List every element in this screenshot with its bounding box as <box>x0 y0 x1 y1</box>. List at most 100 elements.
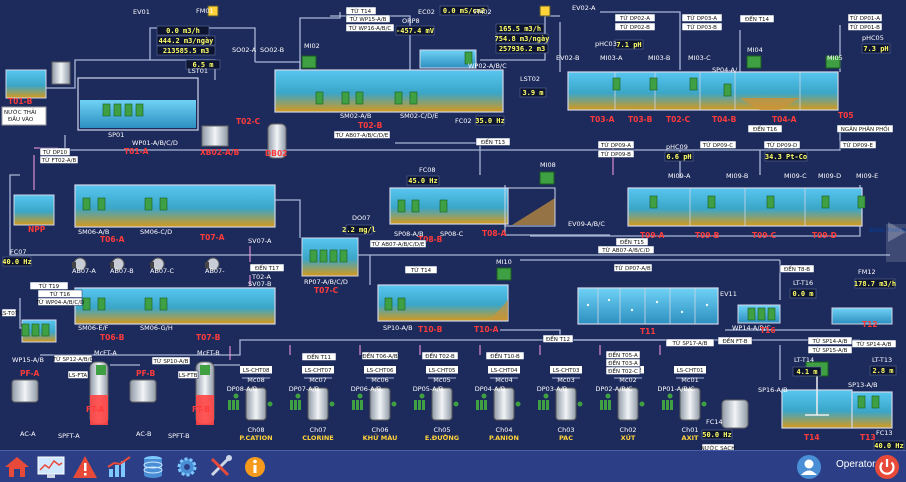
tag-den-t11[interactable]: ĐẾN T11 <box>301 352 337 361</box>
tag-den-t16[interactable]: ĐẾN T16 <box>747 124 783 133</box>
pump-icon[interactable] <box>97 197 106 211</box>
tag-tu-dp01[interactable]: TỪ DP01-A <box>847 13 883 22</box>
tag-ls-ft-b[interactable]: LS-FTB <box>177 370 199 379</box>
pump-icon[interactable] <box>113 103 122 117</box>
lock-icon[interactable] <box>207 5 219 17</box>
pump-icon[interactable] <box>757 307 766 321</box>
tag-tu-ft02a[interactable]: TỪ FT02-A/B <box>39 155 79 164</box>
tag-tu-ab07b[interactable]: TỪ AB07-A/B/C/D/E <box>369 239 427 248</box>
tag-den-t8[interactable]: ĐẾN T8-B <box>779 264 815 273</box>
pump-icon[interactable] <box>747 307 756 321</box>
tag-tu-dp03a[interactable]: TỪ DP03-A <box>681 13 723 22</box>
tag-tu-dp09e[interactable]: TỪ DP09-E <box>839 140 877 149</box>
pump-icon[interactable] <box>857 195 866 209</box>
tag-tu-sp14b[interactable]: TỪ SP14-A/B <box>851 339 897 348</box>
pump-icon[interactable] <box>315 91 324 105</box>
tag-den-t05[interactable]: ĐẾN T05-A <box>605 350 641 359</box>
tag-den-t06[interactable]: ĐẾN T06-A/B <box>361 351 399 360</box>
tag-tu-dp02[interactable]: TỪ DP02-A <box>614 13 656 22</box>
pump-icon[interactable] <box>159 297 168 311</box>
pump-icon[interactable] <box>97 297 106 311</box>
alarm-button[interactable] <box>70 453 100 480</box>
tag-tu-dp02b[interactable]: TỪ DP02-B <box>614 22 656 31</box>
pump-icon[interactable] <box>857 395 866 409</box>
tag-tu-dp09b[interactable]: TỪ DP09-B <box>597 149 635 158</box>
tag-tu-ab08[interactable]: TỪ AB07-A/B/C/D <box>597 245 655 254</box>
pump-icon[interactable] <box>871 395 880 409</box>
pump-icon[interactable] <box>41 323 50 337</box>
tag-ngan-phan-phoi[interactable]: NGĂN PHÂN PHỐI <box>836 124 894 133</box>
tag-den-t02[interactable]: ĐẾN T02-B <box>421 351 459 360</box>
pump-icon[interactable] <box>21 323 30 337</box>
tag-den-t13[interactable]: ĐẾN T13 <box>475 137 511 146</box>
monitor-button[interactable] <box>36 453 66 480</box>
tag-lsb[interactable]: LS-T07 <box>0 308 19 317</box>
tag-tu-dp03b[interactable]: TỪ DP03-B <box>681 22 723 31</box>
tag-ls-ft-a[interactable]: LS-FTA <box>67 370 89 379</box>
pump-icon[interactable] <box>649 195 658 209</box>
tag-tu-wp04[interactable]: TỪ WP04-A/B/C/D <box>35 297 85 306</box>
pump-icon[interactable] <box>689 77 698 91</box>
pump-icon[interactable] <box>439 199 448 213</box>
pump-icon[interactable] <box>102 103 111 117</box>
tag-den-t17[interactable]: ĐẾN T17 <box>249 263 285 272</box>
tag-tu-dp01b[interactable]: TỪ DP01-B <box>847 22 883 31</box>
pump-icon[interactable] <box>309 249 318 263</box>
pump-icon[interactable] <box>144 297 153 311</box>
lock-icon[interactable] <box>539 5 551 17</box>
tag-tu-dp09d[interactable]: TỪ DP09-D <box>763 140 801 149</box>
tag-den-t10b[interactable]: ĐẾN T10-B <box>485 351 525 360</box>
tag-den-t02c[interactable]: ĐẾN T02-C <box>605 366 641 375</box>
settings-button[interactable] <box>172 453 202 480</box>
mixer-motor-icon[interactable] <box>301 55 317 69</box>
pump-icon[interactable] <box>409 91 418 105</box>
tag-tu-sp10[interactable]: TỪ SP10-A/B <box>151 356 191 365</box>
tag-tu-dp07[interactable]: TỪ DP07-A/B <box>613 263 653 272</box>
tag-den-t15[interactable]: ĐẾN T15 <box>615 237 649 246</box>
mixer-motor-icon[interactable] <box>825 55 841 69</box>
pump-icon[interactable] <box>411 199 420 213</box>
power-button[interactable] <box>872 453 902 480</box>
pump-icon[interactable] <box>135 103 144 117</box>
pump-icon[interactable] <box>82 297 91 311</box>
pump-icon[interactable] <box>341 91 350 105</box>
pump-icon[interactable] <box>339 249 348 263</box>
pump-icon[interactable] <box>144 197 153 211</box>
tag-den-t14[interactable]: ĐẾN T14 <box>739 14 775 23</box>
pump-icon[interactable] <box>82 197 91 211</box>
tag-den-t12[interactable]: ĐẾN T12 <box>542 334 574 343</box>
pump-icon[interactable] <box>707 195 716 209</box>
pump-icon[interactable] <box>394 91 403 105</box>
tools-button[interactable] <box>206 453 236 480</box>
tag-tu-dp10[interactable]: TỪ DP10 <box>39 147 71 156</box>
tag-tu-t14[interactable]: TỪ T14 <box>345 6 377 15</box>
database-button[interactable] <box>138 453 168 480</box>
tag-tu-wp16[interactable]: TỪ WP16-A/B/C <box>345 23 395 32</box>
pump-icon[interactable] <box>767 307 776 321</box>
tag-tu-sp14[interactable]: TỪ SP14-A/B <box>807 336 853 345</box>
pump-icon[interactable] <box>329 249 338 263</box>
pump-icon[interactable] <box>766 195 775 209</box>
tag-tu-sp17[interactable]: TỪ SP17-A/B <box>665 338 715 347</box>
tag-den-ft[interactable]: ĐẾN FT-B <box>717 336 753 345</box>
mixer-motor-icon[interactable] <box>496 267 512 281</box>
trend-button[interactable] <box>104 453 134 480</box>
tag-tu-dp09c[interactable]: TỪ DP09-C <box>699 140 737 149</box>
pump-icon[interactable] <box>464 51 473 65</box>
pump-icon[interactable] <box>397 297 406 311</box>
pump-icon[interactable] <box>124 103 133 117</box>
pump-icon[interactable] <box>31 323 40 337</box>
tag-tu-wp15[interactable]: TỪ WP15-A/B <box>345 14 391 23</box>
pump-icon[interactable] <box>612 77 621 91</box>
tag-tu-sp15[interactable]: TỪ SP15-A/B <box>807 345 853 354</box>
user-button[interactable] <box>794 453 824 480</box>
tag-tu-t19[interactable]: TỪ T19 <box>29 281 69 290</box>
tag-tu-ab07[interactable]: TỪ AB07-A/B/C/D/E <box>333 130 391 139</box>
pump-icon[interactable] <box>384 297 393 311</box>
pump-icon[interactable] <box>723 83 732 97</box>
